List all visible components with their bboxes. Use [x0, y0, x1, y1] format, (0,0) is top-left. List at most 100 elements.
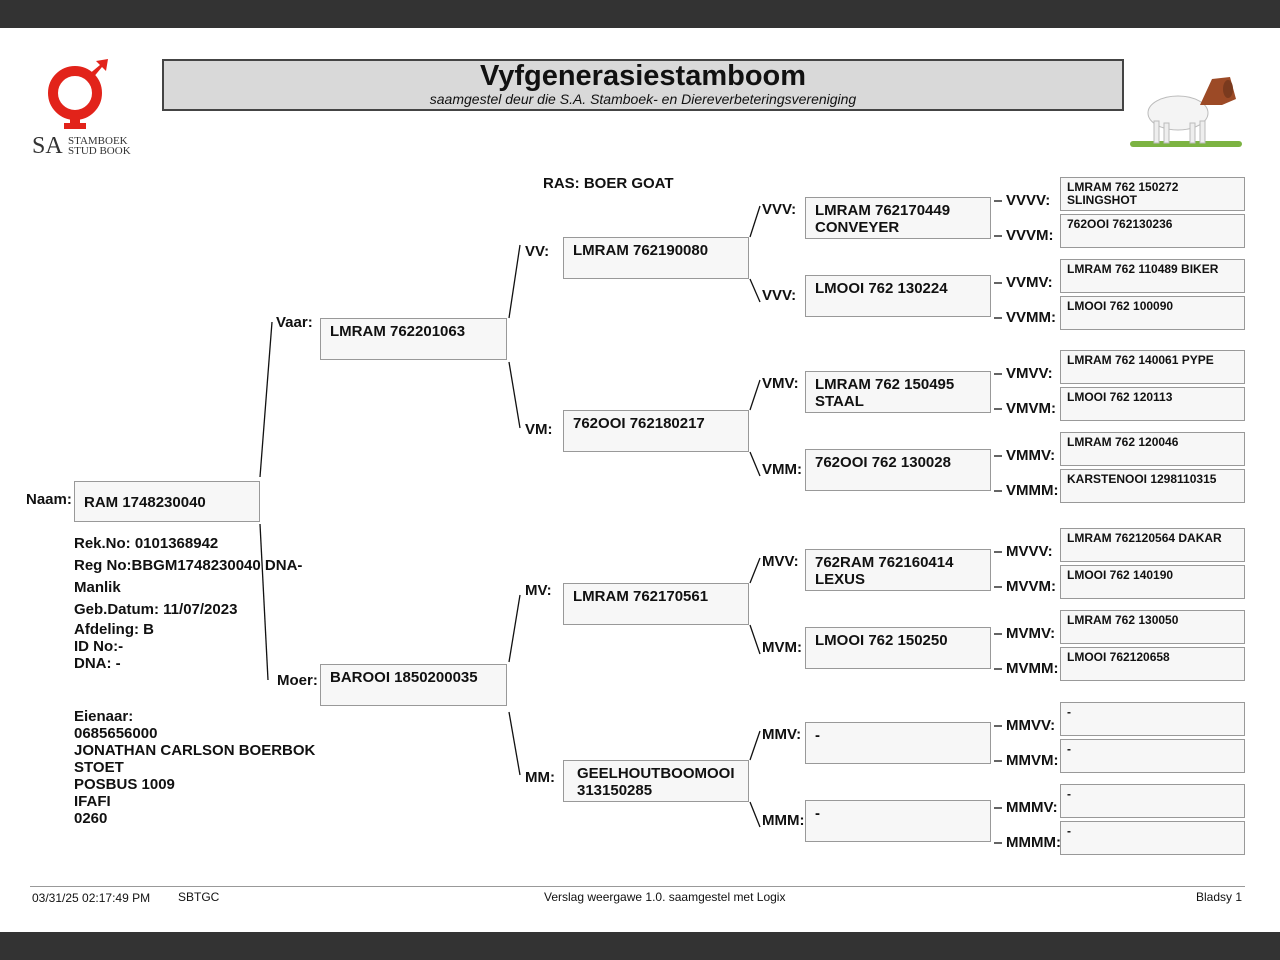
great-grandparent-box: LMRAM 762 150495 STAAL [805, 371, 991, 413]
breed-label: RAS: BOER GOAT [543, 175, 674, 192]
connector-line [749, 624, 761, 655]
page-title: Vyfgenerasiestamboom [479, 60, 807, 92]
gen5-label: VVMV: [1006, 274, 1053, 291]
gen5-box: - [1060, 784, 1245, 818]
gen5-label: MMMM: [1006, 834, 1061, 851]
great-grandparent-label: VMM: [762, 461, 802, 478]
grandparent-box: GEELHOUTBOOMOOI 313150285 [563, 760, 749, 802]
animal-details: Rek.No: 0101368942 Reg No:BBGM1748230040… [74, 533, 302, 621]
great-grandparent-box: 762OOI 762 130028 [805, 449, 991, 491]
svg-text:STUD BOOK: STUD BOOK [68, 145, 131, 155]
great-grandparent-label: MMM: [762, 812, 805, 829]
great-grandparent-label: VVV: [762, 201, 797, 218]
owner-name: JONATHAN CARLSON BOERBOK [74, 742, 316, 759]
owner-label: Eienaar: [74, 708, 134, 725]
connector-line [259, 321, 273, 478]
gen5-box: - [1060, 702, 1245, 736]
svg-text:STAMBOEK: STAMBOEK [68, 135, 128, 147]
gen5-label: MVMM: [1006, 660, 1059, 677]
parent-box: BAROOI 1850200035 [320, 664, 507, 706]
gen5-label: MVMV: [1006, 625, 1056, 642]
gen5-box: LMRAM 762 110489 BIKER [1060, 259, 1245, 293]
gen5-label: VVVV: [1006, 192, 1051, 209]
parent-label: Moer: [277, 672, 318, 689]
grandparent-box: 762OOI 762180217 [563, 410, 749, 452]
svg-text:SA: SA [32, 133, 63, 155]
footer-code: SBTGC [178, 890, 220, 904]
gen5-box: LMRAM 762120564 DAKAR [1060, 528, 1245, 562]
grandparent-box: LMRAM 762170561 [563, 583, 749, 625]
connector-line [749, 801, 761, 828]
connector-line [508, 594, 521, 663]
great-grandparent-label: MMV: [762, 726, 802, 743]
footer-datetime: 03/31/25 02:17:49 PM [32, 891, 151, 905]
rek-no: Rek.No: 0101368942 [74, 535, 219, 552]
reg-no: Reg No:BBGM1748230040 DNA- [74, 557, 303, 574]
great-grandparent-label: MVV: [762, 553, 799, 570]
dna: DNA: - [74, 655, 121, 672]
grandparent-box: LMRAM 762190080 [563, 237, 749, 279]
gen5-label: VVMM: [1006, 309, 1056, 326]
gen5-label: MVVM: [1006, 578, 1056, 595]
parent-box: LMRAM 762201063 [320, 318, 507, 360]
connector-line [259, 523, 269, 681]
footer-version: Verslag weergawe 1.0. saamgestel met Log… [544, 890, 786, 904]
sa-studbook-logo: SA STAMBOEK STUD BOOK [30, 55, 135, 160]
boer-goat-illustration [1130, 65, 1245, 150]
grandparent-label: MV: [525, 582, 552, 599]
gen5-box: KARSTENOOI 1298110315 [1060, 469, 1245, 503]
great-grandparent-box: LMOOI 762 150250 [805, 627, 991, 669]
footer-page: Bladsy 1 [1196, 890, 1243, 904]
gen5-box: LMRAM 762 120046 [1060, 432, 1245, 466]
parent-label: Vaar: [276, 314, 313, 331]
gen5-box: LMOOI 762120658 [1060, 647, 1245, 681]
gen5-label: VMVV: [1006, 365, 1053, 382]
birth-date: Geb.Datum: 11/07/2023 [74, 601, 238, 618]
title-banner: Vyfgenerasiestamboom saamgestel deur die… [162, 59, 1124, 111]
great-grandparent-label: MVM: [762, 639, 802, 656]
owner-postcode: 0260 [74, 810, 108, 827]
owner-city: IFAFI [74, 793, 111, 810]
gen5-label: MMVM: [1006, 752, 1059, 769]
great-grandparent-box: 762RAM 762160414 LEXUS [805, 549, 991, 591]
great-grandparent-box: LMOOI 762 130224 [805, 275, 991, 317]
connector-line [508, 711, 521, 776]
great-grandparent-box: - [805, 800, 991, 842]
grandparent-label: VV: [525, 243, 550, 260]
bottom-bar [0, 932, 1280, 960]
gen5-box: LMOOI 762 120113 [1060, 387, 1245, 421]
gen5-box: LMRAM 762 140061 PYPE [1060, 350, 1245, 384]
footer-divider [30, 886, 1245, 887]
great-grandparent-label: VVV: [762, 287, 797, 304]
gen5-label: VMMM: [1006, 482, 1059, 499]
owner-info: Eienaar: 0685656000 JONATHAN CARLSON BOE… [74, 708, 315, 827]
id-no: ID No:- [74, 638, 124, 655]
connector-line [749, 278, 761, 303]
gen5-label: MVVV: [1006, 543, 1053, 560]
page-subtitle: saamgestel deur die S.A. Stamboek- en Di… [429, 91, 857, 107]
gen5-box: LMOOI 762 100090 [1060, 296, 1245, 330]
owner-name-2: STOET [74, 759, 124, 776]
afdeling: Afdeling: B [74, 621, 154, 638]
connector-line [749, 557, 761, 584]
gen5-label: MMVV: [1006, 717, 1056, 734]
gen5-label: MMMV: [1006, 799, 1058, 816]
connector-line [749, 205, 761, 238]
animal-name-box: RAM 1748230040 [74, 481, 260, 522]
great-grandparent-box: LMRAM 762170449 CONVEYER [805, 197, 991, 239]
gen5-box: LMOOI 762 140190 [1060, 565, 1245, 599]
gen5-box: - [1060, 821, 1245, 855]
great-grandparent-box: - [805, 722, 991, 764]
top-bar [0, 0, 1280, 28]
animal-details-2: Afdeling: B ID No:- DNA: - [74, 621, 154, 672]
connector-line [749, 379, 761, 411]
sex: Manlik [74, 579, 121, 596]
gen5-box: 762OOI 762130236 [1060, 214, 1245, 248]
great-grandparent-label: VMV: [762, 375, 799, 392]
owner-number: 0685656000 [74, 725, 158, 742]
connector-line [749, 730, 761, 761]
gen5-label: VMMV: [1006, 447, 1056, 464]
connector-line [508, 361, 521, 429]
gen5-box: - [1060, 739, 1245, 773]
